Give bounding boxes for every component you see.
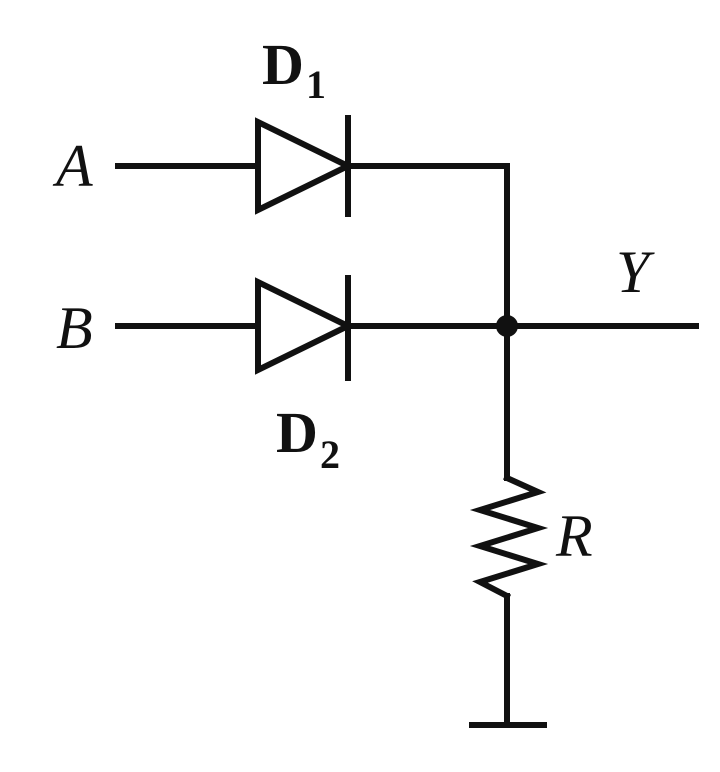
- label-output-y: Y: [616, 239, 655, 305]
- label-diode-d1-letter: D: [262, 32, 304, 97]
- label-input-a: A: [52, 133, 93, 199]
- label-diode-d2-letter: D: [276, 400, 318, 465]
- label-diode-d2-subscript: 2: [320, 432, 340, 477]
- label-diode-d1: D 1: [262, 32, 326, 107]
- label-diode-d1-subscript: 1: [306, 62, 326, 107]
- wire-d1-to-junction: [345, 163, 510, 329]
- label-diode-d2: D 2: [276, 400, 340, 477]
- label-input-b: B: [56, 295, 93, 361]
- resistor-r: [469, 474, 549, 601]
- diode-d2: [255, 275, 355, 381]
- diode-d1: [255, 115, 355, 217]
- diode-d2-triangle: [255, 277, 355, 375]
- label-resistor-r: R: [555, 503, 593, 569]
- diode-d1-triangle: [255, 117, 355, 215]
